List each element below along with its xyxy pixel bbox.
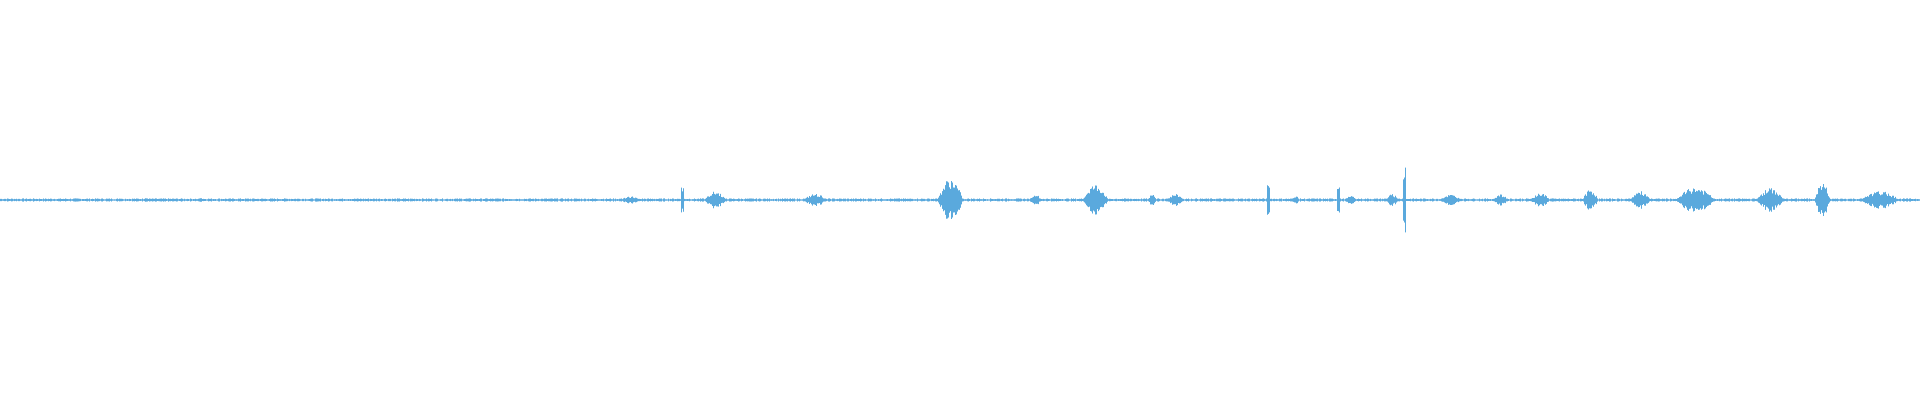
waveform-trace [0,167,1920,233]
